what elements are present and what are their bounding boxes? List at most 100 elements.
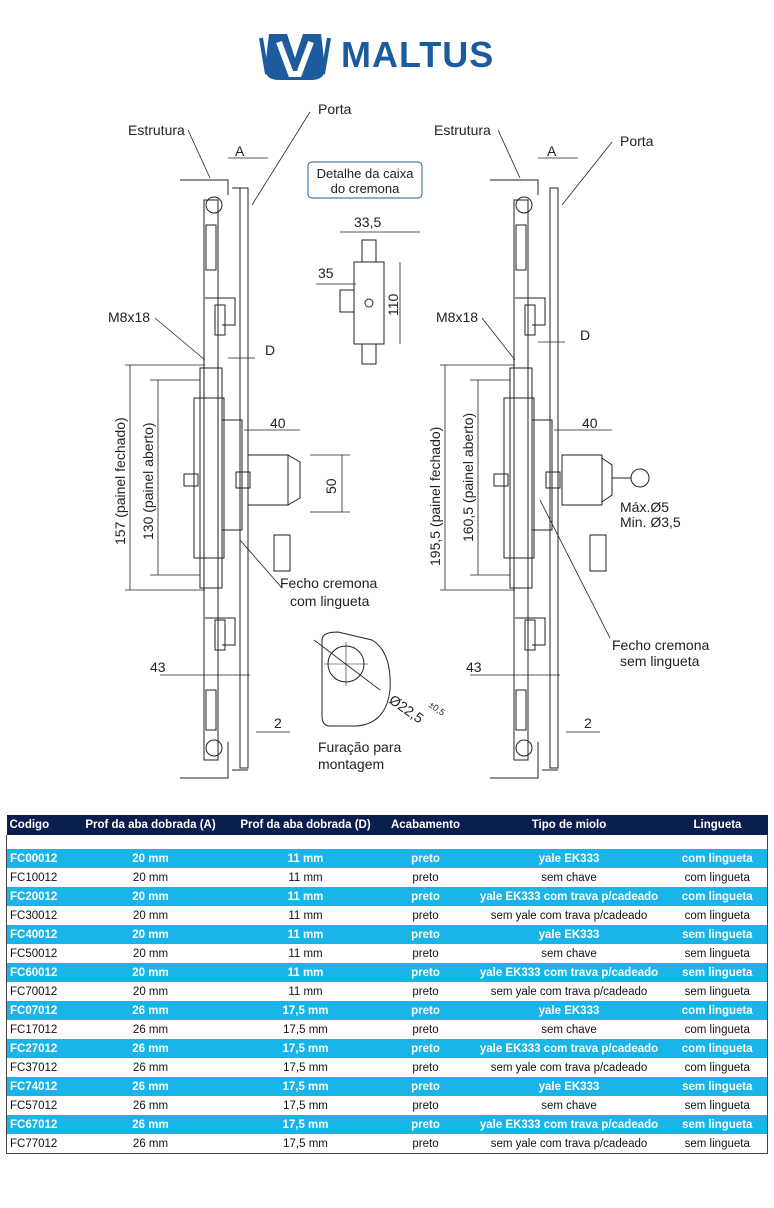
table-cell: 17,5 mm: [230, 1058, 381, 1077]
table-cell: sem chave: [470, 1096, 668, 1115]
detail-dim-110: 110: [385, 293, 401, 316]
table-cell: FC60012: [6, 963, 71, 982]
table-cell: preto: [380, 887, 471, 906]
table-cell: FC74012: [6, 1077, 71, 1096]
table-cell: preto: [380, 982, 471, 1001]
table-cell: 17,5 mm: [230, 1020, 381, 1039]
furacao-label-line1: Furação para: [318, 739, 401, 755]
technical-drawing: Estrutura Porta A D M8x18 40 43 2 Fecho …: [108, 101, 709, 779]
table-cell: preto: [380, 1096, 471, 1115]
table-cell: yale EK333 com trava p/cadeado: [470, 963, 668, 982]
table-cell: FC77012: [6, 1134, 71, 1154]
table-cell: 11 mm: [230, 944, 381, 963]
table-cell: 17,5 mm: [230, 1096, 381, 1115]
table-cell: preto: [380, 925, 471, 944]
right-estrutura-label: Estrutura: [434, 122, 491, 138]
table-cell: 20 mm: [70, 982, 231, 1001]
left-estrutura-label: Estrutura: [128, 122, 185, 138]
table-cell: 17,5 mm: [230, 1077, 381, 1096]
table-cell: FC07012: [6, 1001, 71, 1020]
table-cell: sem lingueta: [667, 982, 768, 1001]
brand-logo: MALTUS: [255, 28, 535, 84]
table-cell: com lingueta: [667, 1001, 768, 1020]
table-cell: yale EK333 com trava p/cadeado: [470, 1115, 668, 1134]
table-cell: FC00012: [6, 849, 71, 868]
table-cell: com lingueta: [667, 906, 768, 925]
right-dim2: 2: [584, 715, 592, 731]
table-cell: 11 mm: [230, 982, 381, 1001]
table-cell: 20 mm: [70, 925, 231, 944]
table-cell: 17,5 mm: [230, 1115, 381, 1134]
table-cell: sem chave: [470, 944, 668, 963]
table-cell: com lingueta: [667, 1039, 768, 1058]
table-cell: preto: [380, 944, 471, 963]
table-cell: 26 mm: [70, 1039, 231, 1058]
left-fechado-dim: 157 (painel fechado): [112, 417, 128, 545]
table-cell: com lingueta: [667, 849, 768, 868]
table-cell: 26 mm: [70, 1077, 231, 1096]
table-cell: 11 mm: [230, 849, 381, 868]
right-dim40: 40: [582, 415, 598, 431]
left-fecho-line2: com lingueta: [290, 593, 370, 609]
table-cell: FC37012: [6, 1058, 71, 1077]
product-table: Codigo Prof da aba dobrada (A) Prof da a…: [6, 815, 768, 1154]
table-cell: yale EK333: [470, 1001, 668, 1020]
table-cell: yale EK333: [470, 1077, 668, 1096]
detail-title-line2: do cremona: [331, 181, 400, 196]
table-cell: 26 mm: [70, 1115, 231, 1134]
brand-wordmark: MALTUS: [341, 34, 495, 75]
header-lingueta: Lingueta: [667, 815, 768, 835]
table-cell: com lingueta: [667, 1058, 768, 1077]
table-cell: yale EK333: [470, 925, 668, 944]
table-cell: sem lingueta: [667, 1077, 768, 1096]
right-min-label: Min. Ø3,5: [620, 514, 681, 530]
table-cell: 20 mm: [70, 906, 231, 925]
table-cell: 20 mm: [70, 849, 231, 868]
left-dim43: 43: [150, 659, 166, 675]
table-cell: sem yale com trava p/cadeado: [470, 982, 668, 1001]
maltus-m-icon: [259, 34, 331, 80]
table-cell: 17,5 mm: [230, 1039, 381, 1058]
left-porta-label: Porta: [318, 101, 352, 117]
table-cell: yale EK333 com trava p/cadeado: [470, 1039, 668, 1058]
left-fecho-line1: Fecho cremona: [280, 575, 377, 591]
table-cell: preto: [380, 1134, 471, 1154]
table-cell: 20 mm: [70, 868, 231, 887]
table-cell: sem lingueta: [667, 963, 768, 982]
table-cell: 20 mm: [70, 944, 231, 963]
table-cell: sem chave: [470, 1020, 668, 1039]
table-cell: 17,5 mm: [230, 1134, 381, 1154]
table-cell: 20 mm: [70, 963, 231, 982]
table-cell: preto: [380, 849, 471, 868]
table-cell: preto: [380, 1077, 471, 1096]
furacao-tolerance: ±0,5: [427, 699, 447, 717]
table-cell: 11 mm: [230, 868, 381, 887]
table-cell: sem yale com trava p/cadeado: [470, 1058, 668, 1077]
right-fecho-line2: sem lingueta: [620, 653, 700, 669]
table-cell: 26 mm: [70, 1134, 231, 1154]
table-cell: yale EK333: [470, 849, 668, 868]
header-prof-a: Prof da aba dobrada (A): [70, 815, 231, 835]
table-cell: 11 mm: [230, 963, 381, 982]
table-cell: com lingueta: [667, 887, 768, 906]
left-dim50: 50: [323, 478, 339, 494]
table-cell: sem chave: [470, 868, 668, 887]
right-fecho-line1: Fecho cremona: [612, 637, 709, 653]
right-porta-label: Porta: [620, 133, 654, 149]
right-dim43: 43: [466, 659, 482, 675]
table-header-row: Codigo Prof da aba dobrada (A) Prof da a…: [6, 815, 768, 835]
table-cell: preto: [380, 1001, 471, 1020]
table-cell: FC40012: [6, 925, 71, 944]
left-d-label: D: [265, 342, 275, 358]
table-cell: preto: [380, 1039, 471, 1058]
table-cell: 26 mm: [70, 1001, 231, 1020]
table-cell: FC10012: [6, 868, 71, 887]
